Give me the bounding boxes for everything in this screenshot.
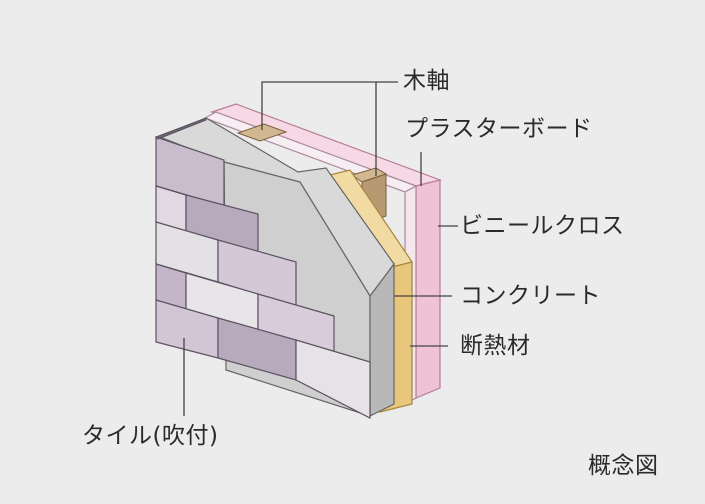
label-concrete: コンクリート xyxy=(460,285,601,308)
label-wood-frame: 木軸 xyxy=(403,70,450,93)
label-insulation: 断熱材 xyxy=(460,335,531,358)
label-tile: タイル(吹付) xyxy=(82,425,218,448)
diagram-caption: 概念図 xyxy=(588,455,659,478)
label-vinyl-cloth: ビニールクロス xyxy=(460,215,625,238)
label-plasterboard: プラスターボード xyxy=(405,118,593,141)
